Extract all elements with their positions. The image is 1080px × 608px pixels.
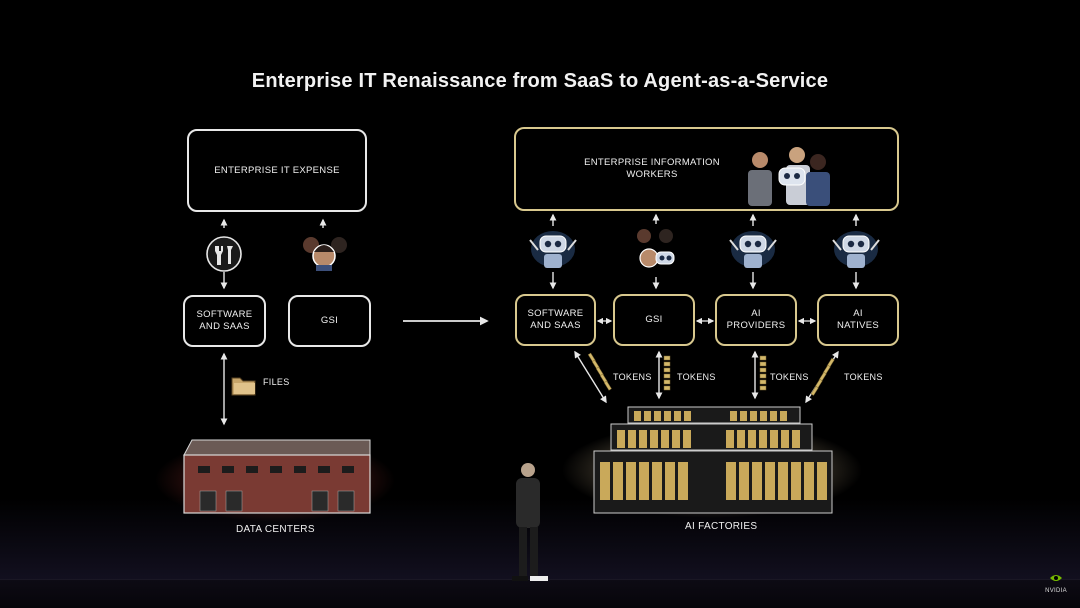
- ai-factory-servers-icon: [593, 406, 833, 514]
- tokens-label-4: TOKENS: [844, 372, 883, 382]
- right-gsi-box: GSI: [613, 294, 695, 346]
- ai-natives-label: AI NATIVES: [836, 308, 880, 331]
- workers-group-icon: [748, 147, 830, 206]
- ai-providers-label: AI PROVIDERS: [726, 308, 786, 331]
- consultants-group-icon: [303, 237, 347, 271]
- robot-icon-4: [832, 231, 880, 268]
- right-software-saas-label: SOFTWARE AND SAAS: [527, 308, 584, 331]
- right-top-arrows: [549, 213, 860, 290]
- tokens-label-3: TOKENS: [770, 372, 809, 382]
- slide-title: Enterprise IT Renaissance from SaaS to A…: [251, 70, 829, 92]
- ai-providers-box: AI PROVIDERS: [715, 294, 797, 346]
- data-centers-caption: DATA CENTERS: [236, 524, 315, 535]
- wrench-icon: [206, 236, 242, 272]
- ai-natives-box: AI NATIVES: [817, 294, 899, 346]
- datacenter-building-icon: [183, 439, 371, 514]
- enterprise-information-workers-label: ENTERPRISE INFORMATION WORKERS: [584, 157, 720, 180]
- token-stack-4: [810, 357, 835, 396]
- robot-icon-1: [529, 231, 577, 268]
- right-gsi-label: GSI: [645, 314, 663, 325]
- ai-factories-caption: AI FACTORIES: [685, 521, 758, 532]
- nvidia-logo: NVIDIA: [1042, 570, 1070, 594]
- nvidia-eye-icon: [1050, 575, 1062, 581]
- left-software-saas-label: SOFTWARE AND SAAS: [196, 309, 253, 332]
- folder-icon: [231, 377, 256, 396]
- left-software-saas-box: SOFTWARE AND SAAS: [183, 295, 266, 347]
- robot-icon-3: [729, 231, 777, 268]
- left-gsi-label: GSI: [320, 315, 339, 326]
- nvidia-logo-text: NVIDIA: [1045, 588, 1067, 594]
- token-stack-1: [587, 352, 612, 391]
- consultants-robot-icon: [637, 229, 675, 268]
- files-label: FILES: [263, 377, 290, 387]
- token-stack-2: [663, 355, 671, 391]
- enterprise-information-workers-box: ENTERPRISE INFORMATION WORKERS: [514, 127, 899, 211]
- enterprise-it-expense-box: ENTERPRISE IT EXPENSE: [187, 129, 367, 212]
- left-gsi-box: GSI: [288, 295, 371, 347]
- token-stack-3: [759, 355, 767, 391]
- tokens-label-2: TOKENS: [677, 372, 716, 382]
- tokens-label-1: TOKENS: [613, 372, 652, 382]
- presenter-figure: [512, 463, 548, 581]
- enterprise-it-expense-label: ENTERPRISE IT EXPENSE: [214, 164, 340, 176]
- right-software-saas-box: SOFTWARE AND SAAS: [515, 294, 596, 346]
